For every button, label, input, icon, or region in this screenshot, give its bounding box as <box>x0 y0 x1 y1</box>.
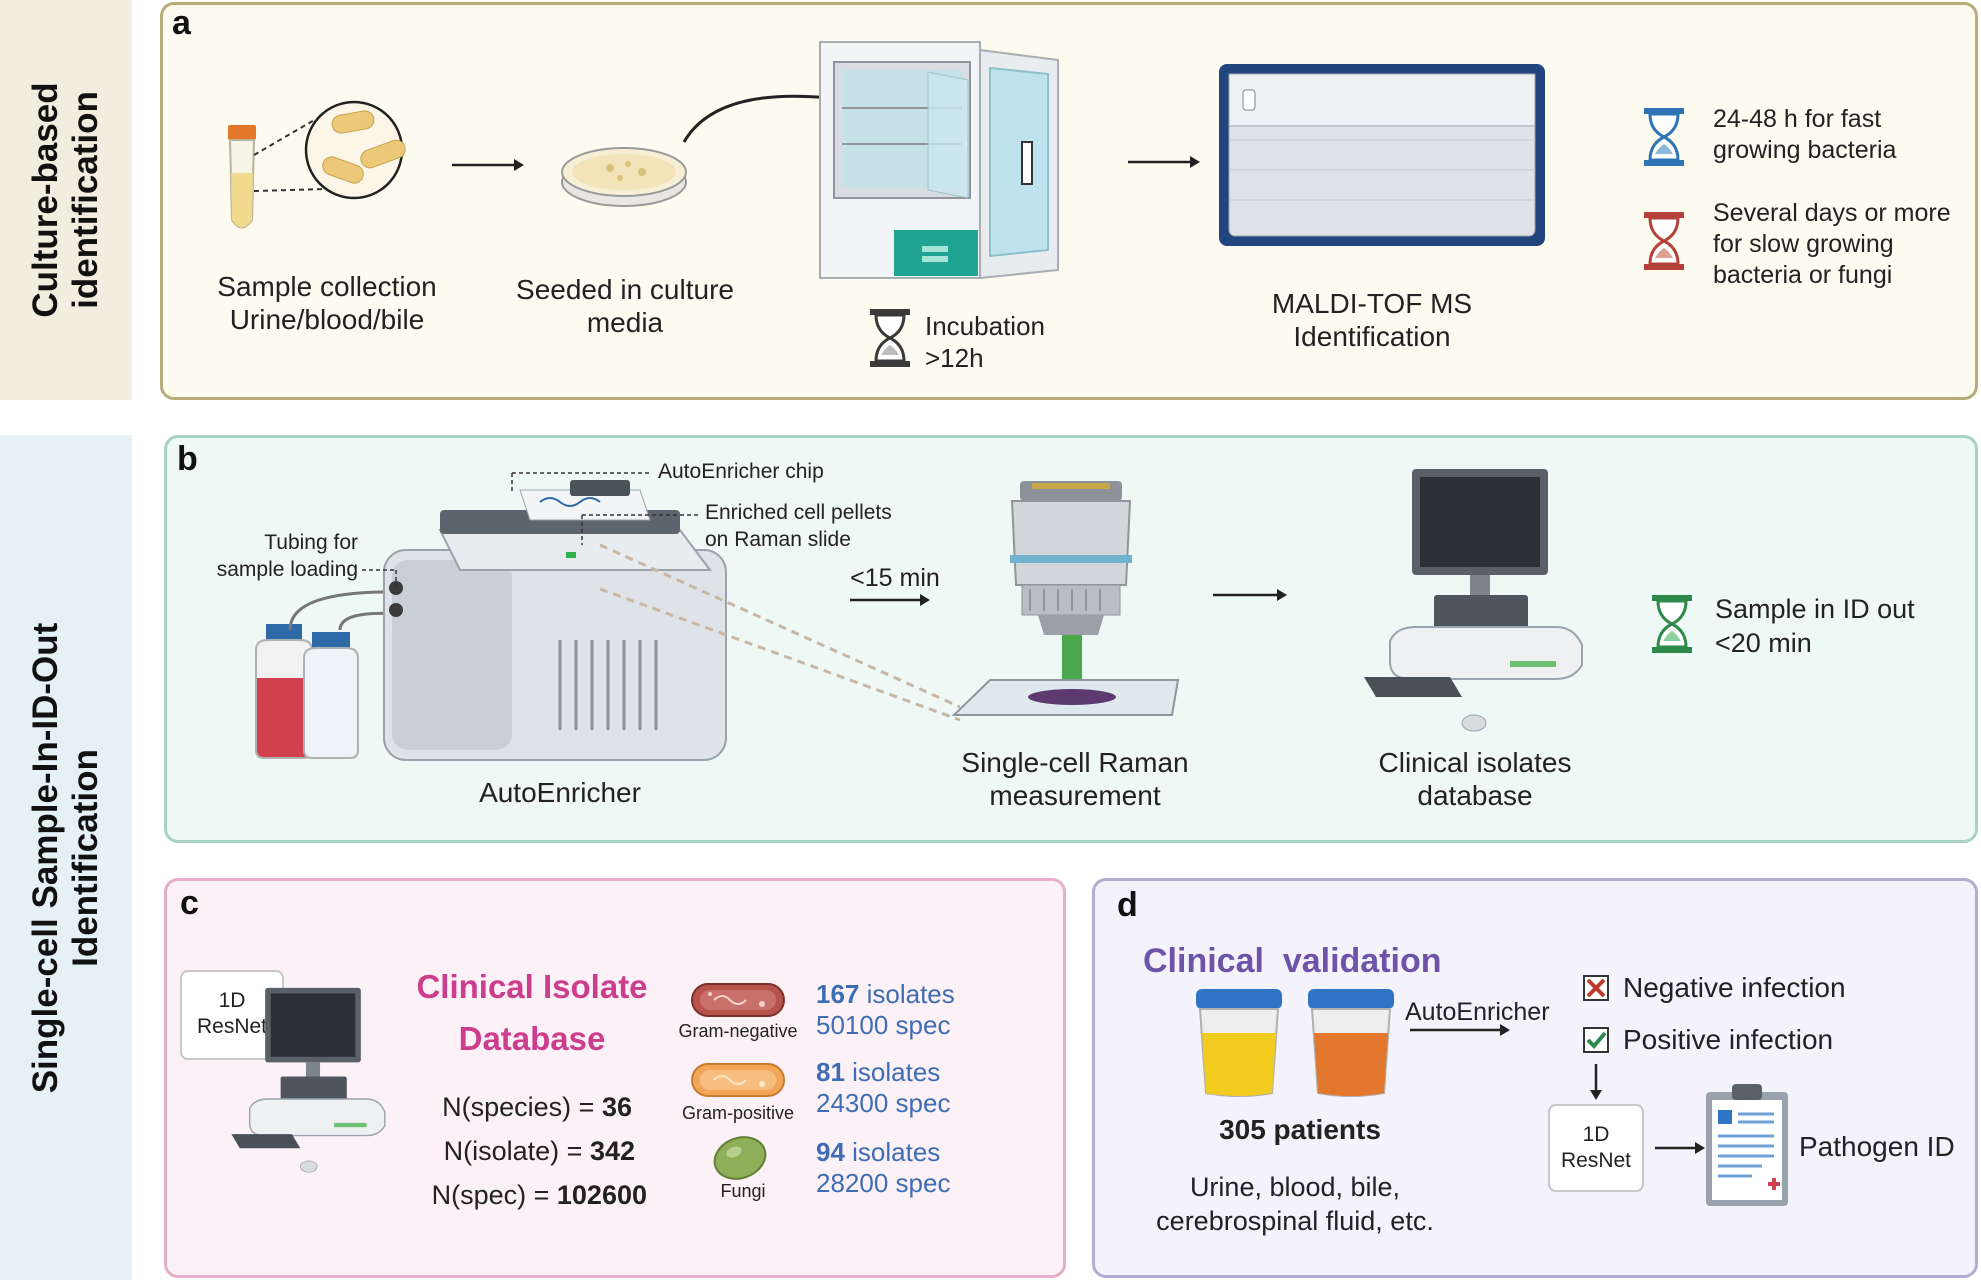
fungi-spec: 28200 spec <box>816 1168 951 1198</box>
raman-objective-icon <box>951 481 1180 716</box>
fungi-unit: isolates <box>844 1137 941 1167</box>
gram-negative-stats: 167 isolates 50100 spec <box>816 979 955 1041</box>
stat-spec: N(spec) = 102600 <box>380 1173 647 1217</box>
raman-label: Single-cell Raman measurement <box>961 747 1189 811</box>
gram-negative-icon <box>691 983 785 1017</box>
sidebar-culture-label: Culture-based identification <box>26 82 105 318</box>
hourglass-icon <box>870 309 910 367</box>
stat-isolate: N(isolate) = 342 <box>380 1129 635 1173</box>
stat-species-label: N(species) = <box>442 1092 602 1122</box>
petri-dish-icon <box>561 147 687 207</box>
gram-positive-unit: isolates <box>844 1057 941 1087</box>
sample-in-id-out-text: Sample in ID out <20 min <box>1715 594 1915 658</box>
maldi-tof-instrument-icon <box>1219 64 1545 246</box>
fungi-count: 94 <box>816 1137 845 1167</box>
arrow-down-icon <box>1590 1064 1602 1100</box>
stat-isolate-label: N(isolate) = <box>443 1136 590 1166</box>
sidebar-single-cell: Single-cell Sample-In-ID-Out Identificat… <box>0 435 132 1280</box>
arrow-right-icon <box>1213 589 1287 601</box>
stat-spec-value: 102600 <box>556 1180 647 1210</box>
autoenricher-chip-label: AutoEnricher chip <box>658 460 824 483</box>
arrow-right-icon <box>452 159 524 171</box>
autoenricher-text: AutoEnricher <box>1405 998 1550 1026</box>
clinical-isolate-title-line1: Clinical Isolate <box>416 968 648 1005</box>
hourglass-blue-icon <box>1644 108 1684 166</box>
arrow-right-icon <box>1128 156 1200 168</box>
sidebar-single-cell-label: Single-cell Sample-In-ID-Out Identificat… <box>26 622 105 1093</box>
patients-label: 305 patients <box>1219 1114 1381 1145</box>
panel-c-letter: c <box>180 884 199 922</box>
database-label: Clinical isolates database <box>1378 747 1572 811</box>
fungi-label: Fungi <box>720 1181 766 1201</box>
time-15min-label: <15 min <box>850 564 940 592</box>
sample-bottles-icon <box>255 624 359 759</box>
panel-a-letter: a <box>172 4 191 42</box>
panel-a <box>160 2 1978 400</box>
gram-positive-stats: 81 isolates 24300 spec <box>816 1057 950 1119</box>
gram-negative-count: 167 <box>816 979 860 1009</box>
gram-positive-icon <box>691 1063 785 1097</box>
sample-collection-label: Sample collection Urine/blood/bile <box>217 271 437 335</box>
arrow-right-icon <box>850 594 930 606</box>
computer-icon <box>231 987 386 1173</box>
legend-fast-text: 24-48 h for fast growing bacteria <box>1713 105 1897 164</box>
urine-cups-icon <box>1196 989 1394 1097</box>
leader-lines <box>362 472 700 587</box>
projection-lines <box>599 543 961 722</box>
gram-negative-unit: isolates <box>859 979 955 1009</box>
gram-negative-spec: 50100 spec <box>816 1010 951 1040</box>
gram-positive-count: 81 <box>816 1057 845 1087</box>
stat-spec-label: N(spec) = <box>431 1180 557 1210</box>
clinical-validation-title: Clinical validation <box>1143 942 1442 980</box>
autoenricher-label: AutoEnricher <box>479 777 641 808</box>
arrow-right-icon <box>1655 1142 1705 1154</box>
tubing-label: Tubing for sample loading <box>216 531 358 581</box>
stat-isolate-value: 342 <box>589 1136 635 1166</box>
computer-icon <box>1364 469 1583 732</box>
panel-d-letter: d <box>1117 886 1138 924</box>
resnet-box-d: 1D ResNet <box>1548 1104 1644 1192</box>
sample-tube-icon <box>228 100 406 229</box>
gram-positive-spec: 24300 spec <box>816 1088 951 1118</box>
gram-negative-label: Gram-negative <box>678 1021 798 1041</box>
negative-infection-label: Negative infection <box>1623 972 1846 1003</box>
enriched-pellets-label: Enriched cell pellets on Raman slide <box>705 501 892 551</box>
pathogen-id-label: Pathogen ID <box>1799 1131 1955 1162</box>
panel-b-letter: b <box>177 440 198 478</box>
incubator-icon <box>819 41 1059 280</box>
hourglass-green-icon <box>1652 595 1692 653</box>
seeded-label: Seeded in culture media <box>516 274 734 338</box>
fungi-stats: 94 isolates 28200 spec <box>816 1137 950 1199</box>
hourglass-red-icon <box>1644 212 1684 270</box>
negative-checkbox-icon <box>1583 975 1609 1001</box>
maldi-label: MALDI-TOF MS Identification <box>1271 288 1473 352</box>
fungi-icon <box>713 1136 767 1180</box>
stat-species: N(species) = 36 <box>380 1085 632 1129</box>
clinical-isolate-title-line2: Database <box>458 1020 606 1057</box>
clipboard-report-icon <box>1706 1084 1788 1206</box>
incubation-label: Incubation >12h <box>925 311 1045 373</box>
positive-infection-label: Positive infection <box>1623 1024 1834 1055</box>
positive-checkbox-icon <box>1583 1027 1609 1053</box>
fluids-label: Urine, blood, bile, cerebrospinal fluid,… <box>1156 1172 1434 1236</box>
legend-slow-text: Several days or more for slow growing ba… <box>1713 199 1951 289</box>
gram-positive-label: Gram-positive <box>681 1103 795 1123</box>
arrow-right-icon <box>1410 1024 1510 1036</box>
sidebar-culture-based: Culture-based identification <box>0 0 132 400</box>
stat-species-value: 36 <box>601 1092 632 1122</box>
